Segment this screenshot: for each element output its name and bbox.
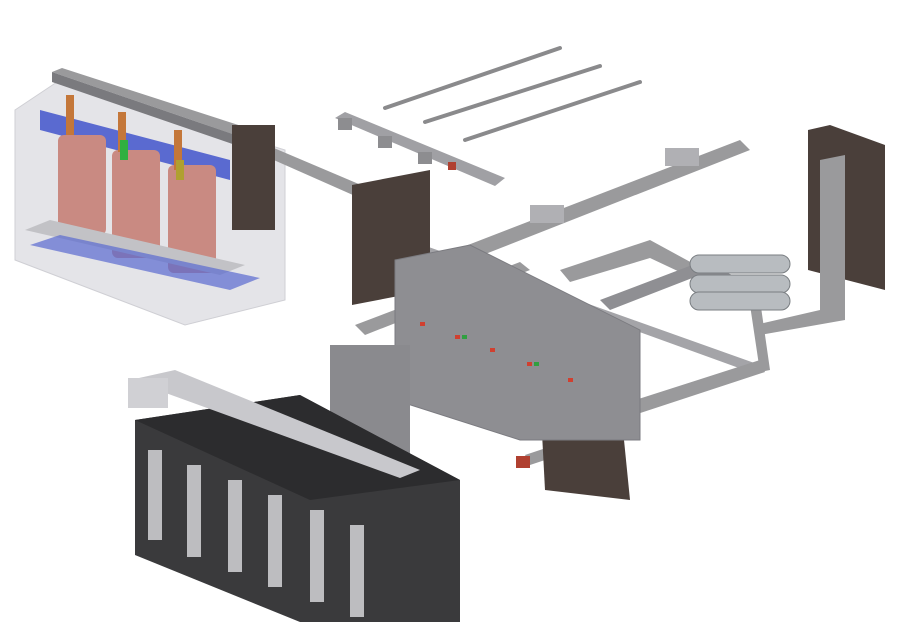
transformer [14,68,286,326]
cable-pipes [689,254,791,311]
lighting-tracks [383,46,642,142]
busbar-riser [755,155,845,335]
tap-off-busbar [335,112,505,186]
rack-cabinet [128,370,460,622]
